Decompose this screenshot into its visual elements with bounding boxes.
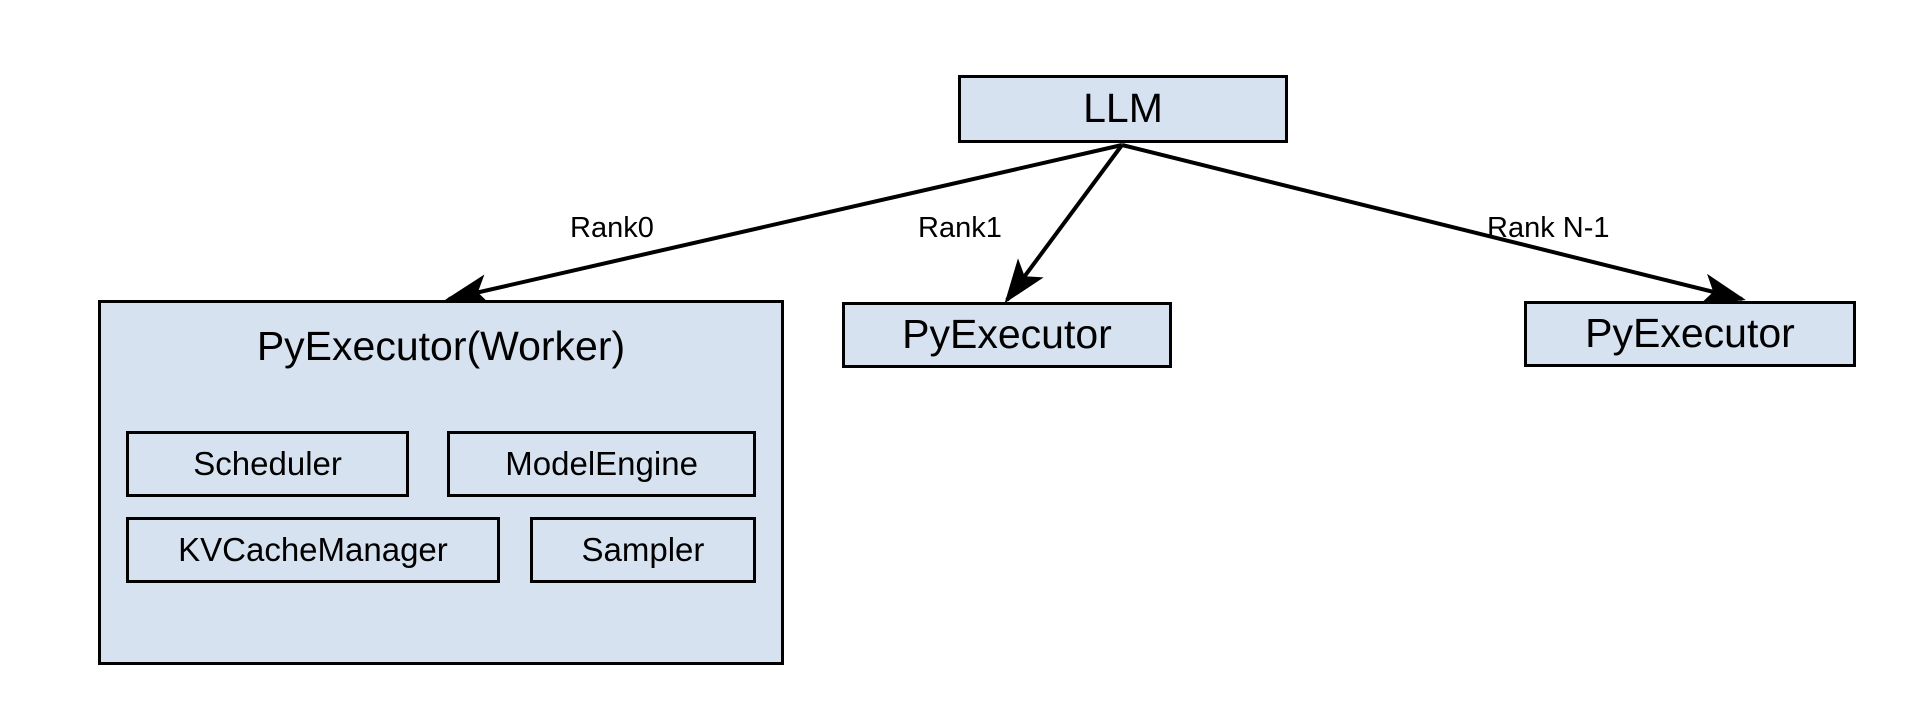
node-scheduler-label: Scheduler <box>193 444 342 482</box>
node-llm-label: LLM <box>1083 85 1163 132</box>
node-kv-cache-manager-label: KVCacheManager <box>178 530 448 568</box>
edge-llm-to-executor-rankn <box>1121 143 1746 305</box>
node-pyexecutor-rank-n-1[interactable]: PyExecutor <box>1524 301 1856 367</box>
node-sampler-label: Sampler <box>581 530 705 568</box>
worker-components-grid: Scheduler ModelEngine KVCacheManager Sam… <box>101 431 781 603</box>
edge-label-rank1: Rank1 <box>918 212 1002 244</box>
edge-llm-to-worker <box>445 143 1123 306</box>
node-scheduler[interactable]: Scheduler <box>126 431 410 497</box>
node-model-engine[interactable]: ModelEngine <box>447 431 756 497</box>
node-pyexecutor-rank-n-1-label: PyExecutor <box>1585 310 1795 357</box>
edge-llm-to-executor-rank1 <box>1004 143 1124 304</box>
node-pyexecutor-rank1[interactable]: PyExecutor <box>842 302 1172 368</box>
node-pyexecutor-worker[interactable]: PyExecutor(Worker) Scheduler ModelEngine… <box>98 300 784 665</box>
node-llm[interactable]: LLM <box>958 75 1288 143</box>
edge-label-rank-n-1: Rank N-1 <box>1487 212 1610 244</box>
node-pyexecutor-rank1-label: PyExecutor <box>902 311 1112 358</box>
node-kv-cache-manager[interactable]: KVCacheManager <box>126 517 500 583</box>
node-pyexecutor-worker-label: PyExecutor(Worker) <box>256 323 626 369</box>
node-model-engine-label: ModelEngine <box>505 444 698 482</box>
node-sampler[interactable]: Sampler <box>529 517 756 583</box>
edge-label-rank0: Rank0 <box>570 212 654 244</box>
worker-components-row-1: Scheduler ModelEngine <box>126 431 756 497</box>
worker-components-row-2: KVCacheManager Sampler <box>126 517 756 583</box>
